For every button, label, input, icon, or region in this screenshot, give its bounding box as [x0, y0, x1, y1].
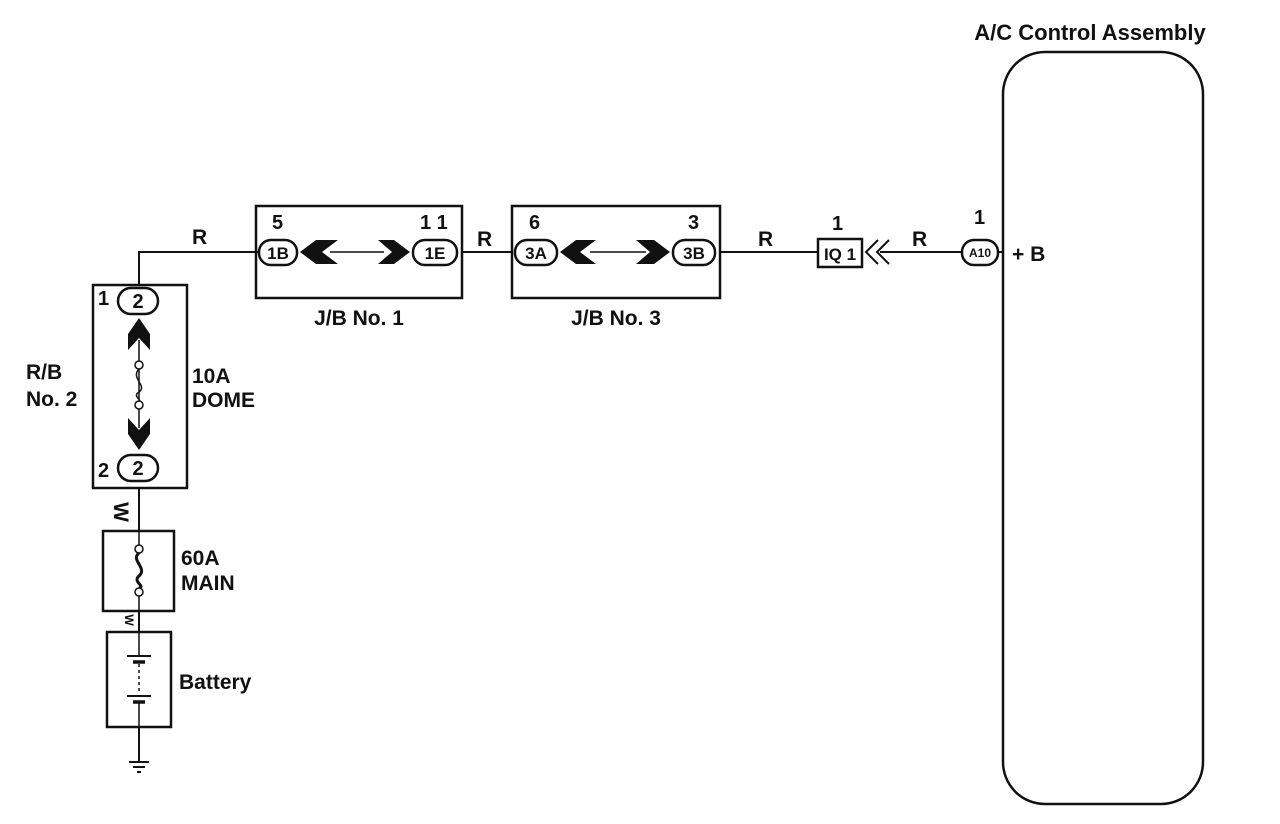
jb1-left-connector [257, 238, 299, 267]
wire-rb-to-jb1 [138, 251, 258, 285]
wire-color-label: R [477, 228, 492, 251]
ac-control-assembly: A/C Control Assembly + B [974, 20, 1206, 806]
jb1-left-arrow-icon [300, 240, 338, 264]
wire-color-label: R [192, 226, 207, 249]
rb2-fuse-terminal [134, 400, 144, 410]
rb2-bottom-arrow-icon [128, 418, 150, 450]
jb3-left-connector [513, 238, 559, 267]
iq1-chevron-icon [875, 239, 890, 265]
iq1-pin: 1 [832, 213, 843, 235]
ac-terminal-label: + B [1012, 243, 1045, 266]
battery: Battery [105, 630, 252, 729]
junction-block-3-label: J/B No. 3 [571, 307, 661, 330]
relay-block-2-label: R/B [26, 361, 62, 384]
wire-color-label: R [758, 228, 773, 251]
main-fuse-rating: 60A [181, 547, 220, 570]
inline-connector-iq1: 1 IQ 1 [816, 213, 890, 269]
junction-block-3: J/B No. 3 6 3 3A 3B [510, 204, 722, 330]
jb3-right-arrow-icon [636, 240, 670, 264]
a10-connector [960, 238, 1000, 267]
wire-color-label: W [122, 614, 136, 626]
jb1-right-connector [411, 238, 459, 267]
relay-block-2: R/B No. 2 1 2 10A DOME 2 2 [26, 283, 255, 490]
jb1-left-pin: 5 [272, 212, 283, 234]
wire-run [138, 251, 1003, 285]
junction-block-1: J/B No. 1 5 1 1 1B 1E [254, 204, 464, 330]
dome-fuse-name: DOME [192, 389, 255, 412]
ground-icon [129, 727, 149, 773]
main-fuse: 60A MAIN [101, 529, 235, 613]
jb3-right-pin: 3 [688, 212, 699, 234]
junction-block-3-frame [510, 204, 722, 300]
jb3-left-arrow-icon [560, 240, 596, 264]
fusible-link-icon [134, 551, 144, 590]
jb1-right-connector-label: 1E [425, 244, 446, 263]
iq1-box [816, 237, 864, 269]
jb3-right-connector-label: 3B [683, 244, 705, 263]
jb1-right-arrow-icon [378, 240, 410, 264]
iq1-label: IQ 1 [824, 245, 856, 264]
ac-control-assembly-body [1001, 50, 1205, 806]
jb1-left-connector-label: 1B [267, 244, 289, 263]
junction-block-1-frame [254, 204, 464, 300]
iq1-chevron-icon [864, 239, 879, 265]
rb2-bottom-connector-label: 2 [132, 458, 143, 480]
battery-label: Battery [179, 671, 252, 694]
rb2-top-pin: 1 [98, 288, 109, 310]
main-fuse-terminal [134, 544, 144, 554]
rb2-bottom-pin: 2 [98, 460, 109, 482]
jb3-left-connector-label: 3A [525, 244, 547, 263]
jb3-left-pin: 6 [529, 212, 540, 234]
jb1-right-pin: 1 1 [420, 212, 448, 234]
rb2-top-arrow-icon [128, 318, 150, 350]
main-fuse-name: MAIN [181, 572, 235, 595]
a10-connector-label: A10 [969, 246, 991, 260]
rb2-fuse-terminal [134, 360, 144, 370]
jb3-right-connector [671, 238, 717, 267]
main-fuse-terminal [134, 587, 144, 597]
wire-color-label: W [109, 502, 132, 522]
ac-control-assembly-title: A/C Control Assembly [974, 20, 1206, 45]
rb2-bottom-connector [116, 453, 160, 483]
wire-color-label: R [912, 228, 927, 251]
rb2-top-connector-label: 2 [132, 291, 143, 313]
rb2-top-connector [116, 286, 160, 316]
connector-a10: 1 A10 [960, 207, 1000, 267]
fuse-icon [135, 368, 143, 402]
dome-fuse-rating: 10A [192, 365, 231, 388]
a10-pin: 1 [974, 207, 985, 229]
junction-block-1-label: J/B No. 1 [314, 307, 404, 330]
relay-block-2-label: No. 2 [26, 388, 77, 411]
